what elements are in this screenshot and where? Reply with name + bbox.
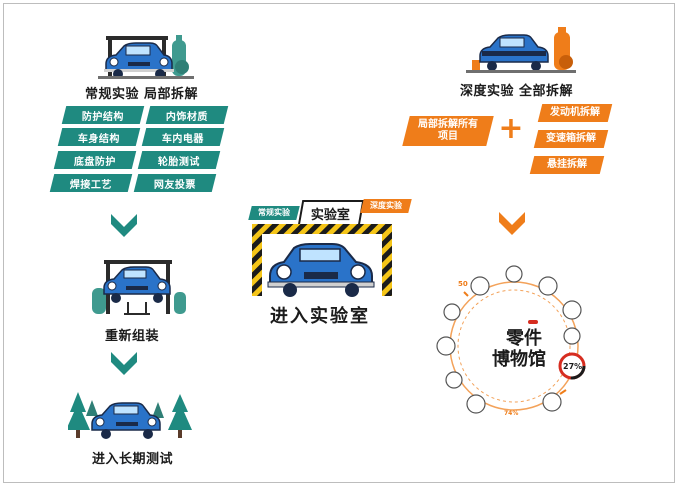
deep-car-illustration	[466, 27, 576, 73]
museum-title-line2: 博物馆	[492, 349, 546, 370]
routine-tag: 焊接工艺	[49, 174, 133, 192]
long-term-label: 进入长期测试	[92, 452, 174, 467]
deep-right-tag: 悬挂拆解	[529, 156, 605, 174]
deep-heading: 深度实验 全部拆解	[460, 84, 574, 99]
parts-museum-ring	[436, 265, 586, 414]
routine-tag: 轮胎测试	[137, 151, 221, 169]
routine-tag: 网友投票	[133, 174, 217, 192]
museum-pct-a: 27%	[563, 362, 583, 371]
lab-badge-routine: 常规实验	[248, 206, 300, 220]
routine-tag: 防护结构	[61, 106, 145, 124]
museum-title: 零件 博物馆	[492, 328, 546, 370]
deep-right-tag: 变速箱拆解	[533, 130, 609, 148]
routine-tag: 内饰材质	[145, 106, 229, 124]
down-arrow-icon	[111, 352, 137, 375]
routine-tag: 车内电器	[141, 128, 225, 146]
routine-heading: 常规实验 局部拆解	[85, 87, 199, 102]
routine-car-illustration	[98, 35, 194, 79]
long-term-car-illustration	[68, 392, 192, 439]
deep-right-tag: 发动机拆解	[537, 104, 613, 122]
museum-num-label: 50	[458, 280, 468, 288]
lab-badge-deep: 深度实验	[360, 199, 412, 213]
reassemble-car-illustration	[92, 260, 186, 315]
down-arrow-icon	[111, 214, 137, 237]
routine-tag: 底盘防护	[53, 151, 137, 169]
plus-sign: +	[498, 111, 524, 146]
enter-lab-label: 进入实验室	[270, 306, 370, 327]
reassemble-label: 重新组装	[105, 329, 160, 344]
deep-left-tag: 局部拆解所有项目	[402, 116, 494, 146]
down-arrow-icon	[499, 212, 525, 235]
museum-title-line1: 零件	[506, 328, 542, 349]
museum-pct-b: 74%	[504, 410, 519, 417]
routine-tag: 车身结构	[57, 128, 141, 146]
lab-garage-illustration	[252, 224, 392, 297]
